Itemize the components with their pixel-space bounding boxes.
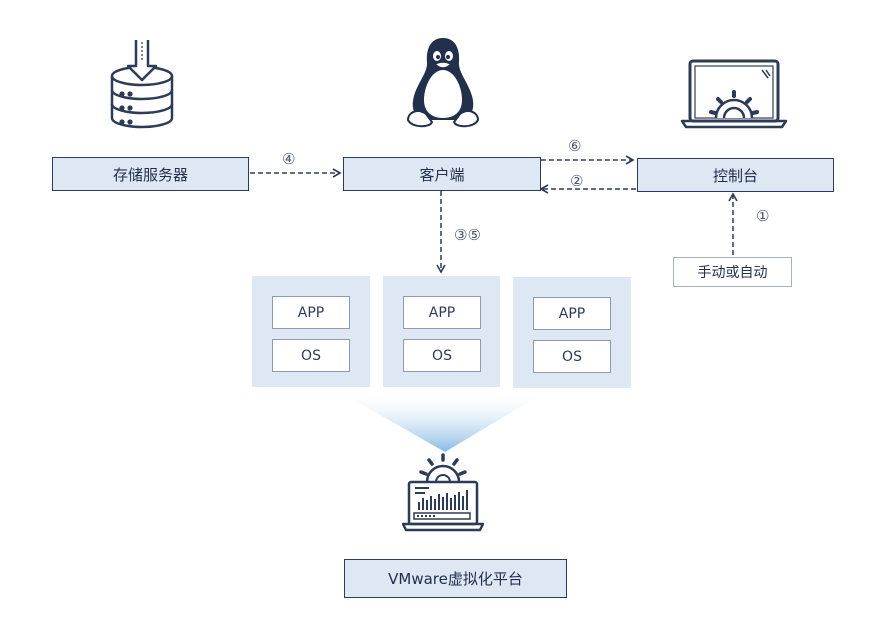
platform-box: VMware虚拟化平台 xyxy=(344,559,567,598)
laptop-gear-icon xyxy=(680,59,788,129)
storage-server-box: 存储服务器 xyxy=(52,157,249,191)
linux-tux-icon xyxy=(406,38,480,128)
console-label: 控制台 xyxy=(712,166,758,185)
vm-container: APP OS xyxy=(513,277,631,388)
app-box: APP xyxy=(272,296,350,329)
os-box: OS xyxy=(533,340,611,373)
vm-container: APP OS xyxy=(383,276,500,387)
trigger-label: 手动或自动 xyxy=(697,265,768,281)
laptop-gear-chart-icon xyxy=(402,453,484,532)
trigger-box: 手动或自动 xyxy=(673,257,792,287)
vm-container: APP OS xyxy=(252,276,370,387)
os-box: OS xyxy=(403,339,481,372)
step-4-label: ④ xyxy=(282,150,296,168)
step-35-label: ③⑤ xyxy=(454,226,481,244)
client-box: 客户端 xyxy=(343,157,541,191)
database-server-icon xyxy=(110,40,174,129)
console-box: 控制台 xyxy=(637,158,834,192)
step-2-label: ② xyxy=(570,172,584,190)
storage-server-label: 存储服务器 xyxy=(112,165,188,184)
app-box: APP xyxy=(533,297,611,330)
client-label: 客户端 xyxy=(419,165,465,184)
step-1-label: ① xyxy=(756,207,770,225)
light-beam xyxy=(345,395,540,452)
app-box: APP xyxy=(403,296,481,329)
step-6-label: ⑥ xyxy=(568,137,582,155)
platform-label: VMware虚拟化平台 xyxy=(388,570,523,588)
os-box: OS xyxy=(272,339,350,372)
